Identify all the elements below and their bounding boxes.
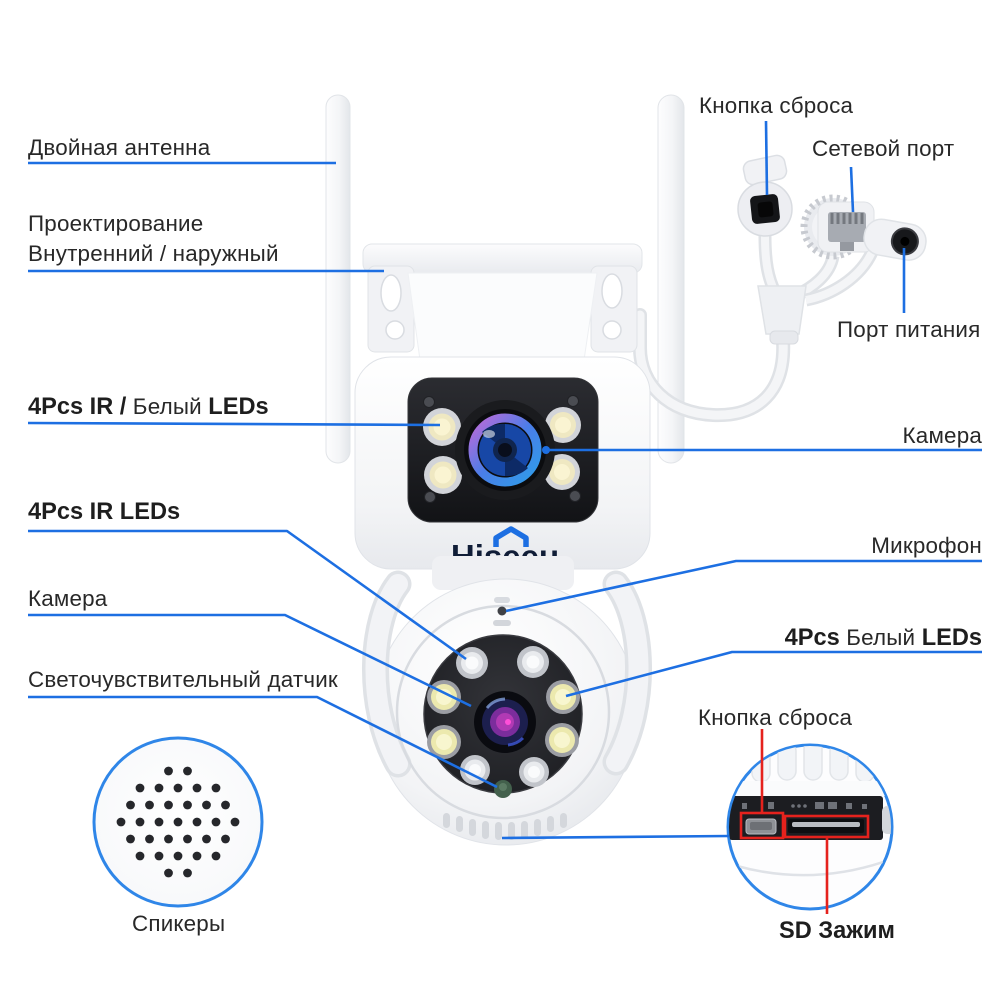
- label-reset-top: Кнопка сброса: [699, 93, 854, 118]
- line-microphone: [505, 559, 982, 613]
- label-network-port: Сетевой порт: [812, 136, 955, 161]
- camera-dome: [362, 556, 652, 846]
- camera-head: [354, 356, 651, 570]
- red-callout-lines: [760, 729, 829, 914]
- label-segment: Белый: [846, 625, 916, 650]
- line-network-port: [849, 166, 855, 213]
- label-projection-line2: Внутренний / наружный: [28, 240, 279, 266]
- label-dual-antenna: Двойная антенна: [28, 135, 211, 160]
- line-white-leds: [565, 650, 982, 698]
- label-microphone: Микрофон: [871, 533, 982, 558]
- line-to-sd-inset: [501, 834, 730, 840]
- label-speakers: Спикеры: [132, 911, 226, 936]
- upper-lens: [455, 400, 555, 500]
- pcb-details: [742, 802, 867, 809]
- upper-led-array: [423, 407, 581, 494]
- label-light-sensor: Светочувствительный датчик: [28, 667, 338, 692]
- cable-splitter-sleeve: [757, 285, 807, 335]
- speaker-inset: [92, 736, 264, 908]
- network-port-connector: [800, 194, 875, 260]
- dome-neck: [432, 556, 574, 590]
- line-light-sensor: [28, 695, 498, 789]
- line-ir-white-leds: [27, 421, 441, 427]
- label-ir-leds: 4Pcs IR LEDs: [28, 499, 181, 525]
- panel-screws: [423, 395, 581, 503]
- label-reset-bottom: Кнопка сброса: [698, 705, 853, 730]
- line-ir-leds: [28, 529, 467, 661]
- dome-led-array: [427, 646, 580, 787]
- speaker-grille-dots: [116, 766, 240, 878]
- speaker-vents: [443, 813, 567, 840]
- callout-lines: [27, 120, 982, 840]
- pigtail-connectors: [737, 154, 927, 345]
- label-white-leds: 4Pcs Белый LEDs: [785, 623, 982, 654]
- label-segment: 4Pcs: [784, 625, 840, 651]
- inset-housing-ribs: [751, 746, 875, 783]
- label-camera-right: Камера: [902, 423, 982, 448]
- pigtail-cable-loop: [633, 308, 791, 423]
- label-segment: LEDs: [208, 394, 269, 420]
- label-projection: Проектирование Внутренний / наружный: [28, 209, 279, 268]
- label-power-port: Порт питания: [837, 317, 981, 342]
- label-segment: LEDs: [921, 625, 982, 651]
- label-segment: Белый: [132, 394, 202, 419]
- label-segment: 4Pcs IR /: [28, 394, 127, 420]
- sd-card-inset: [726, 743, 894, 911]
- label-camera-left: Камера: [28, 586, 108, 611]
- microphone-hole: [497, 606, 507, 616]
- antenna-left: [325, 94, 351, 464]
- antenna-right: [657, 94, 685, 464]
- label-sd-clip: SD Зажим: [779, 918, 895, 944]
- label-projection-line1: Проектирование: [28, 211, 204, 236]
- dome-lens: [474, 691, 536, 753]
- reset-connector: [737, 154, 793, 237]
- label-ir-white-leds: 4Pcs IR / Белый LEDs: [28, 392, 269, 423]
- line-camera-left: [28, 613, 472, 708]
- line-reset-top: [764, 120, 769, 196]
- power-connector: [863, 218, 927, 261]
- mounting-bracket: [362, 243, 643, 361]
